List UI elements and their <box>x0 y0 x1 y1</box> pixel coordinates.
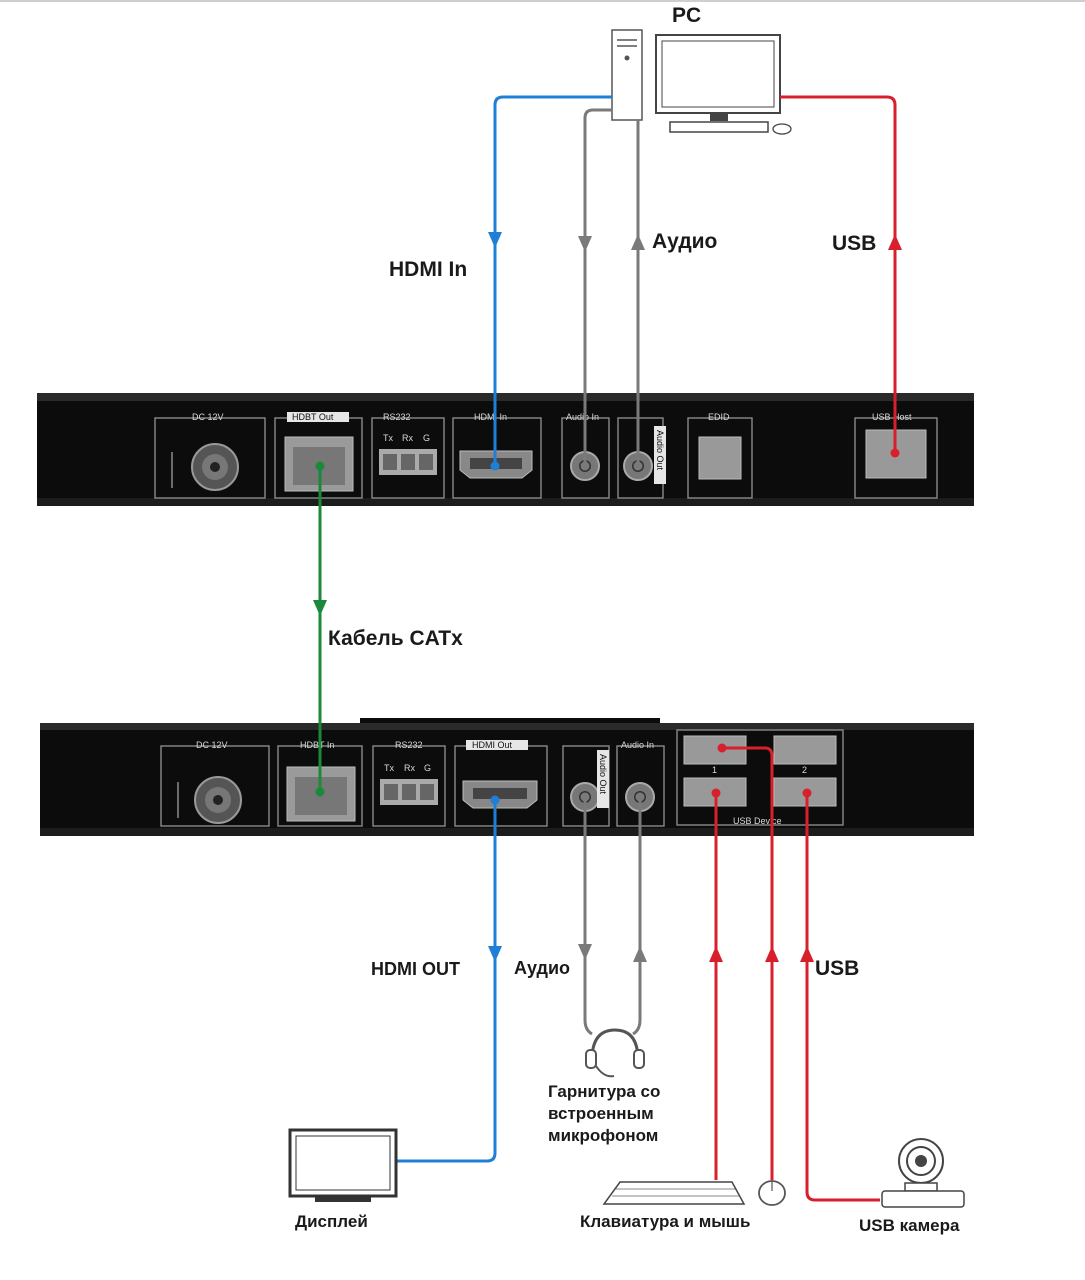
rx-usb-device-box <box>676 729 844 826</box>
hdmi-in-cable <box>493 95 612 466</box>
rx-hdmi-label: HDMI Out <box>472 740 513 750</box>
tx-rs232-label: RS232 <box>383 412 411 422</box>
usb-camera-icon <box>881 1138 965 1208</box>
pc-label: PC <box>672 4 701 27</box>
headset-label-line1: Гарнитура со <box>548 1082 660 1101</box>
usb-camera-label: USB камера <box>859 1216 960 1235</box>
hdmi-in-arrow <box>488 232 502 248</box>
headset-label-line3: микрофоном <box>548 1126 658 1145</box>
tx-hdbt-label: HDBT Out <box>292 412 334 422</box>
audio-in-cable <box>583 108 612 466</box>
tx-edid-label: EDID <box>708 412 730 422</box>
rx-rs232-box <box>372 745 446 827</box>
rx-audio-in-label: Audio In <box>621 740 654 750</box>
audio-out-arrow <box>631 234 645 250</box>
tx-rs232-g: G <box>423 433 430 443</box>
usb-mouse-arrow <box>765 946 779 962</box>
rx-rs232-label: RS232 <box>395 740 423 750</box>
rx-usb-port-2a[interactable] <box>773 735 837 765</box>
tx-edid-button[interactable] <box>698 436 742 480</box>
tx-rs232-tx: Tx <box>383 433 393 443</box>
rx-hdbt-label: HDBT In <box>300 740 334 750</box>
audio-in-arrow <box>578 236 592 252</box>
usb-bottom-label: USB <box>815 957 859 980</box>
rx-usb-port-2b[interactable] <box>773 777 837 807</box>
rx-dc-box <box>160 745 270 827</box>
tx-audio-in-label: Audio In <box>566 412 599 422</box>
tx-audio-out-label: Audio Out <box>655 430 665 471</box>
rx-usb-port-1a[interactable] <box>683 735 747 765</box>
tx-usb-host-label: USB Host <box>872 412 912 422</box>
rx-usb-num-2: 2 <box>802 765 807 775</box>
hdmi-out-arrow <box>488 946 502 962</box>
usb-top-label: USB <box>832 232 876 255</box>
receiver-panel: DC 12V HDBT In RS232 Tx Rx G HDMI Out A <box>40 718 974 836</box>
tx-rs232-rx: Rx <box>402 433 413 443</box>
usb-mouse-cable <box>722 746 774 1180</box>
rx-audio-out-label: Audio Out <box>598 754 608 795</box>
tx-edid-box <box>687 417 753 499</box>
audio-bottom-cable-2 <box>632 797 642 1036</box>
audio-bottom-label: Аудио <box>514 958 570 978</box>
rx-dc-label: DC 12V <box>196 740 228 750</box>
tx-rs232-box <box>371 417 445 499</box>
pc-icon <box>611 29 792 135</box>
mouse-icon <box>758 1180 786 1206</box>
headset-icon <box>585 1028 645 1078</box>
audio-bottom-arrow-1 <box>578 944 592 960</box>
usb-host-arrow <box>888 234 902 250</box>
rx-rs232-tx: Tx <box>384 763 394 773</box>
tx-dc-label: DC 12V <box>192 412 224 422</box>
rx-usb-num-1: 1 <box>712 765 717 775</box>
usb-keyboard-arrow <box>709 946 723 962</box>
audio-bottom-cable-1 <box>583 797 593 1036</box>
usb-camera-arrow <box>800 946 814 962</box>
display-icon <box>288 1128 398 1202</box>
display-label: Дисплей <box>295 1212 368 1231</box>
transmitter-panel: DC 12V HDBT Out RS232 Tx Rx G HDMI In Au… <box>37 393 974 506</box>
usb-camera-cable <box>805 793 880 1202</box>
audio-bottom-arrow-2 <box>633 946 647 962</box>
headset-label-line2: встроенным <box>548 1104 654 1123</box>
audio-top-label: Аудио <box>652 230 717 253</box>
usb-host-cable <box>780 95 897 453</box>
rx-usb-device-label: USB Device <box>733 816 782 826</box>
tx-hdmi-box <box>452 417 542 499</box>
keyboard-icon <box>602 1181 746 1205</box>
tx-dc-box <box>154 417 266 499</box>
hdmi-in-label: HDMI In <box>389 258 467 281</box>
hdmi-out-label: HDMI OUT <box>371 959 460 979</box>
rx-rs232-rx: Rx <box>404 763 415 773</box>
tx-hdmi-label: HDMI In <box>474 412 507 422</box>
catx-label: Кабель CATx <box>328 627 463 650</box>
catx-arrow <box>313 600 327 616</box>
rx-rs232-g: G <box>424 763 431 773</box>
keyboard-mouse-label: Клавиатура и мышь <box>580 1212 750 1231</box>
hdmi-out-cable <box>397 800 497 1163</box>
